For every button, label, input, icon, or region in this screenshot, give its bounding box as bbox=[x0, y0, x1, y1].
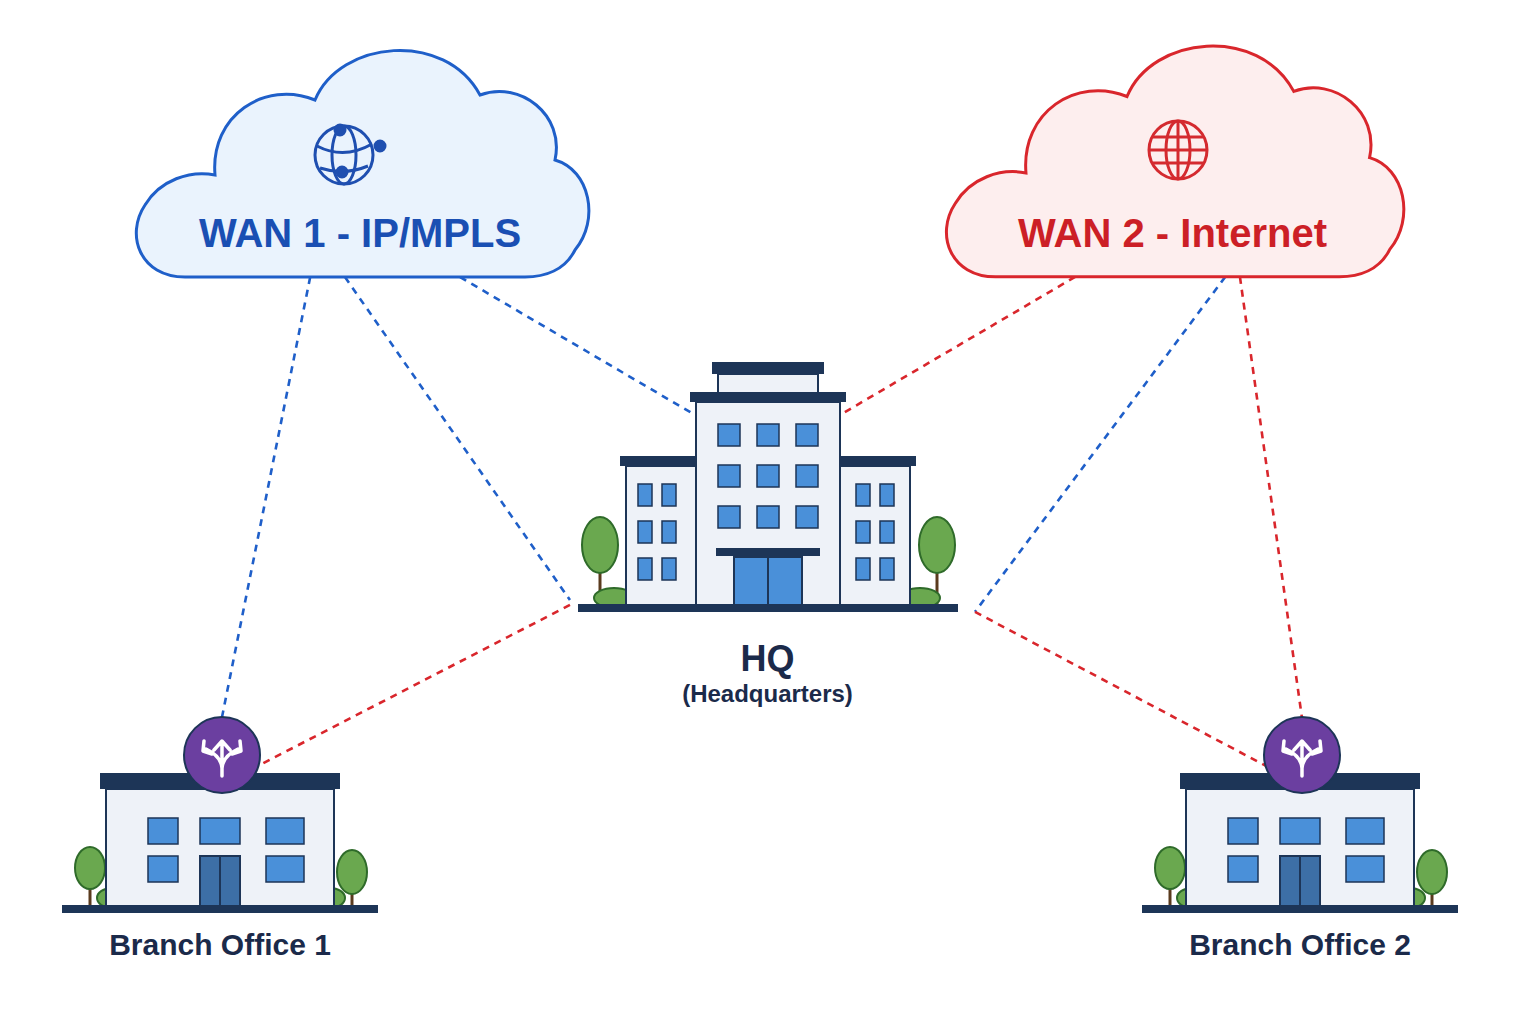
tree-foliage bbox=[337, 850, 367, 894]
door-canopy bbox=[716, 548, 820, 556]
tree-trunk bbox=[351, 884, 354, 906]
windows bbox=[148, 818, 304, 882]
ground-base bbox=[62, 905, 378, 913]
bush bbox=[594, 588, 634, 608]
wan-link bbox=[460, 277, 695, 415]
entrance-door bbox=[734, 557, 802, 605]
door-split bbox=[219, 856, 221, 906]
globe-meridian bbox=[1166, 121, 1190, 179]
wan-link bbox=[975, 612, 1270, 768]
branch-office: Branch Office 1 bbox=[60, 715, 380, 965]
building-label: Branch Office 1 bbox=[60, 928, 380, 963]
ground-base bbox=[578, 604, 958, 612]
tree-foliage bbox=[919, 517, 955, 573]
entrance-door bbox=[200, 856, 240, 906]
wing-body bbox=[840, 466, 910, 605]
wing-roof bbox=[840, 456, 916, 466]
wing-roof bbox=[620, 456, 696, 466]
door-split bbox=[767, 557, 769, 605]
windows bbox=[638, 424, 894, 580]
branch-office: Branch Office 2 bbox=[1140, 715, 1460, 965]
wan-link bbox=[345, 277, 570, 600]
wan-link bbox=[975, 277, 1225, 612]
tree-trunk bbox=[89, 880, 92, 906]
wan-link bbox=[222, 277, 310, 717]
cloud-label: WAN 2 - Internet bbox=[935, 210, 1410, 256]
office-roof bbox=[100, 773, 340, 789]
globe-node bbox=[337, 167, 347, 177]
tower-upper bbox=[718, 374, 818, 394]
hq-building: HQ(Headquarters) bbox=[560, 362, 975, 710]
tree-foliage bbox=[582, 517, 618, 573]
branch-building-art bbox=[62, 717, 378, 913]
wan-cloud: WAN 1 - IP/MPLS bbox=[125, 20, 595, 285]
tower-top bbox=[712, 362, 824, 374]
globe-meridian bbox=[332, 126, 356, 184]
bush bbox=[97, 888, 127, 908]
globe-outline bbox=[315, 126, 373, 184]
bush bbox=[900, 588, 940, 608]
building-sublabel: (Headquarters) bbox=[560, 680, 975, 708]
tower-body bbox=[696, 402, 840, 605]
router-symbol bbox=[184, 717, 260, 793]
globe-outline bbox=[1149, 121, 1207, 179]
wan-link bbox=[840, 277, 1075, 415]
wan-link bbox=[254, 605, 570, 768]
network-globe-icon bbox=[315, 125, 385, 184]
branch-building-art bbox=[1142, 717, 1458, 913]
hq-building-art bbox=[578, 362, 958, 612]
globe-node bbox=[335, 125, 345, 135]
globe-grid bbox=[1149, 121, 1207, 179]
tree-foliage bbox=[75, 847, 105, 889]
tower-roof bbox=[690, 392, 846, 402]
globe-node bbox=[375, 141, 385, 151]
tree-trunk bbox=[936, 565, 939, 605]
bush bbox=[315, 888, 345, 908]
building-label: Branch Office 2 bbox=[1140, 928, 1460, 963]
tree-trunk bbox=[599, 565, 602, 605]
cloud-label: WAN 1 - IP/MPLS bbox=[125, 210, 595, 256]
building-label: HQ bbox=[560, 638, 975, 679]
office-body bbox=[106, 789, 334, 906]
wan-link bbox=[1240, 277, 1302, 718]
wan-cloud: WAN 2 - Internet bbox=[935, 15, 1410, 285]
router-arrows bbox=[203, 741, 241, 776]
globe-arc bbox=[317, 144, 372, 172]
internet-globe-icon bbox=[1149, 121, 1207, 179]
wing-body bbox=[626, 466, 696, 605]
